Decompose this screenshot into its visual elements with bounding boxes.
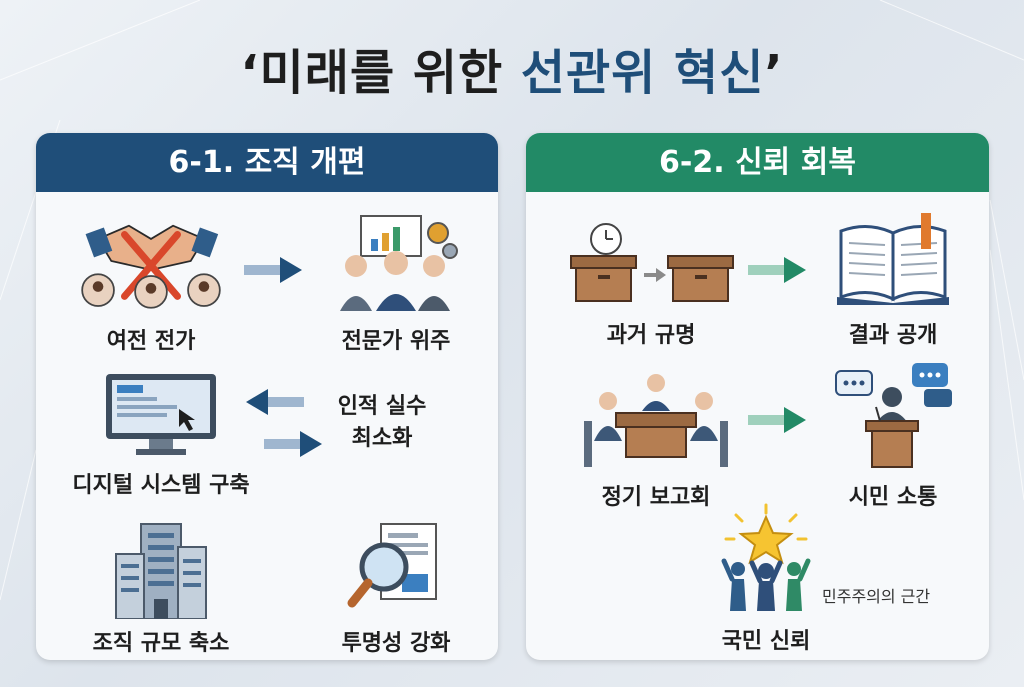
label-downsize: 조직 규모 축소	[92, 631, 230, 656]
item-report: 정기 보고회	[566, 371, 746, 511]
magnifier-document-icon	[347, 523, 437, 608]
building-icon	[115, 523, 207, 619]
page-title: ‘미래를 위한 선관위 혁신’	[240, 45, 784, 101]
item-communication: 시민 소통	[808, 361, 978, 511]
panel-org-reform: 6-1. 조직 개편 여전 전가	[36, 133, 498, 660]
archive-boxes-clock-icon	[570, 223, 734, 302]
arrow-left-icon	[246, 389, 304, 415]
handshake-cross-icon	[81, 224, 221, 309]
note-error-reduction: 인적 실수 최소화	[337, 394, 427, 451]
panel-header-org-reform: 6-1. 조직 개편	[36, 133, 498, 192]
item-disclose: 결과 공개	[808, 211, 978, 361]
meeting-table-icon	[584, 374, 728, 467]
label-past: 과거 규명	[606, 323, 696, 348]
item-downsize: 조직 규모 축소	[66, 519, 256, 656]
item-digital: 디지털 시스템 구축	[46, 369, 276, 499]
open-book-icon	[837, 213, 949, 305]
label-communication: 시민 소통	[848, 485, 938, 510]
item-transfer: 여전 전가	[66, 211, 236, 361]
item-experts: 전문가 위주	[306, 211, 486, 361]
arrow-right-icon	[748, 407, 806, 433]
panel-header-trust-recovery: 6-2. 신뢰 회복	[526, 133, 989, 192]
panel-trust-recovery: 6-2. 신뢰 회복 과거 규명	[526, 133, 989, 660]
arrow-right-icon	[244, 257, 302, 283]
arrow-right-icon	[264, 431, 322, 457]
star-people-icon	[721, 503, 811, 611]
label-trust: 국민 신뢰	[721, 629, 811, 654]
computer-monitor-icon	[106, 374, 216, 455]
label-experts: 전문가 위주	[341, 329, 451, 354]
note-democracy: 민주주의의 근간	[822, 587, 931, 606]
item-transparency: 투명성 강화	[306, 519, 486, 656]
label-disclose: 결과 공개	[848, 323, 938, 348]
label-transfer: 여전 전가	[106, 329, 196, 354]
label-transparency: 투명성 강화	[341, 631, 451, 656]
experts-team-icon	[340, 215, 458, 311]
arrow-right-icon	[748, 257, 806, 283]
item-trust: 국민 신뢰	[696, 503, 836, 654]
item-past: 과거 규명	[566, 221, 736, 361]
podium-speech-icon	[835, 363, 952, 468]
label-report: 정기 보고회	[601, 485, 711, 510]
label-digital: 디지털 시스템 구축	[72, 473, 250, 498]
